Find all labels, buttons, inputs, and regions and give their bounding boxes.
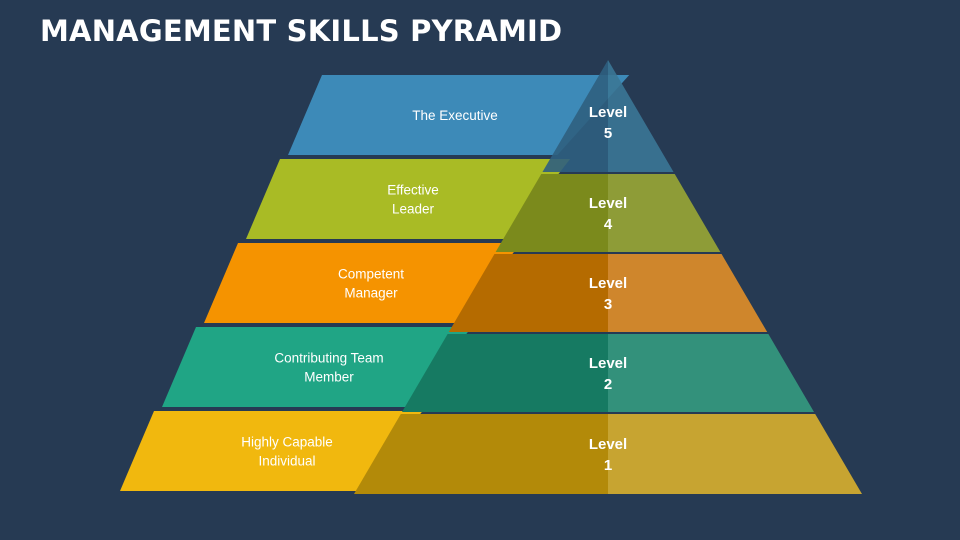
level-number: 1	[604, 457, 612, 474]
pyramid-band-left-face	[495, 174, 608, 252]
pyramid-band-left-face	[354, 414, 608, 494]
level-label-line: The Executive	[412, 108, 498, 123]
page-title: MANAGEMENT SKILLS PYRAMID	[40, 14, 563, 48]
level-5-label-block: The Executive	[288, 75, 630, 155]
pyramid-band-level-4: Level 4	[495, 174, 721, 252]
level-label-line: Effective	[387, 183, 439, 198]
level-word: Level	[589, 355, 627, 372]
level-word: Level	[589, 275, 627, 292]
level-label-line: Member	[304, 370, 354, 385]
pyramid-band-left-face	[448, 254, 608, 332]
level-label-line: Highly Capable	[241, 435, 333, 450]
level-word: Level	[589, 195, 627, 212]
pyramid-band-level-3: Level 3	[448, 254, 768, 332]
level-label-line: Leader	[392, 202, 435, 217]
pyramid-band-right-face	[608, 334, 815, 412]
level-label-line: Competent	[338, 267, 404, 282]
pyramid-band-level-2: Level 2	[401, 334, 815, 412]
level-label-line: Individual	[258, 454, 315, 469]
label-parallelogram	[288, 75, 630, 155]
level-number: 5	[604, 125, 612, 142]
label-parallelogram	[204, 243, 521, 323]
pyramid-band-right-face	[608, 174, 721, 252]
pyramid-band-right-face	[608, 254, 768, 332]
label-parallelogram	[246, 159, 571, 239]
label-parallelogram	[162, 327, 472, 407]
level-word: Level	[589, 436, 627, 453]
pyramid-band-level-5: Level 5	[542, 60, 674, 172]
pyramid-band-left-face	[542, 60, 608, 172]
level-number: 3	[604, 296, 612, 313]
level-label-line: Manager	[344, 286, 398, 301]
level-number: 2	[604, 376, 612, 393]
level-number: 4	[604, 216, 613, 233]
pyramid-band-left-face	[401, 334, 608, 412]
level-label-line: Contributing Team	[274, 351, 383, 366]
level-word: Level	[589, 104, 627, 121]
pyramid-band-right-face	[608, 60, 674, 172]
pyramid-band-level-1: Level 1	[354, 414, 862, 494]
pyramid-band-right-face	[608, 414, 862, 494]
label-parallelogram	[120, 411, 423, 491]
